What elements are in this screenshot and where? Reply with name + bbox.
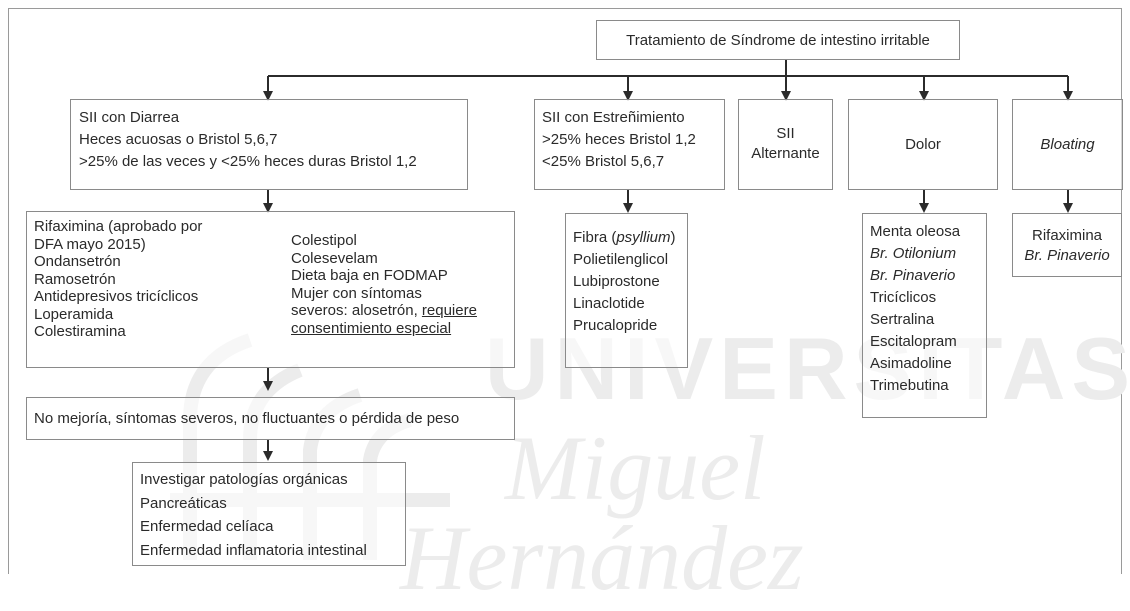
treat-item: Colestipol xyxy=(291,232,357,249)
diarrea-line-2: Heces acuosas o Bristol 5,6,7 xyxy=(79,131,278,148)
dolor-treatment-box: Menta oleosa Br. Otilonium Br. Pinaverio… xyxy=(862,213,987,418)
diarrea-treatment-left: Rifaximina (aprobado por DFA mayo 2015) … xyxy=(34,218,202,341)
consentimiento-text: consentimiento especial xyxy=(291,319,452,337)
treat-item: Antidepresivos tricíclicos xyxy=(34,288,199,305)
estrenimiento-line-2: >25% heces Bristol 1,2 xyxy=(542,131,696,148)
no-mejoria-box: No mejoría, síntomas severos, no fluctua… xyxy=(26,397,515,440)
treat-item: Menta oleosa xyxy=(870,223,961,240)
alternante-box: SII Alternante xyxy=(738,99,833,190)
treat-item: Br. Pinaverio xyxy=(870,267,956,284)
psyllium-text: psyllium xyxy=(616,229,671,246)
dolor-box: Dolor xyxy=(848,99,998,190)
diarrea-box: SII con Diarrea Heces acuosas o Bristol … xyxy=(70,99,468,190)
bloating-box: Bloating xyxy=(1012,99,1123,190)
bloating-treatment-box: Rifaximina Br. Pinaverio xyxy=(1012,213,1122,277)
treat-item: Mujer con síntomas xyxy=(291,284,422,302)
treat-item: Rifaximina (aprobado por xyxy=(34,218,203,235)
treat-item: Lubiprostone xyxy=(573,273,660,290)
treat-item: Sertralina xyxy=(870,311,935,328)
treat-item: Ondansetrón xyxy=(34,253,121,270)
treat-item: severos: alosetrón, requiere xyxy=(291,302,477,320)
treat-item: Fibra (psyllium) xyxy=(573,227,687,249)
estrenimiento-treatment-box: Fibra (psyllium) Polietilenglicol Lubipr… xyxy=(565,213,688,368)
investigar-item: Enfermedad celíaca xyxy=(140,518,274,535)
diarrea-line-3: >25% de las veces y <25% heces duras Bri… xyxy=(79,153,417,170)
treat-item: Ramosetrón xyxy=(34,270,116,288)
investigar-item: Pancreáticas xyxy=(140,494,227,512)
dolor-label: Dolor xyxy=(905,136,941,153)
requiere-text: requiere xyxy=(421,302,477,319)
root-title: Tratamiento de Síndrome de intestino irr… xyxy=(626,32,930,49)
diarrea-treatment-right: Colestipol Colesevelam Dieta baja en FOD… xyxy=(291,232,477,337)
treat-item: Dieta baja en FODMAP xyxy=(291,267,448,284)
no-mejoria-text: No mejoría, síntomas severos, no fluctua… xyxy=(34,410,460,427)
estrenimiento-box: SII con Estreñimiento >25% heces Bristol… xyxy=(534,99,725,190)
diarrea-treatment-box: Rifaximina (aprobado por DFA mayo 2015) … xyxy=(26,211,515,368)
treat-item: Loperamida xyxy=(34,305,114,323)
treat-item: Polietilenglicol xyxy=(573,251,669,268)
alternante-line-2: Alternante xyxy=(751,145,820,162)
treat-item: Trimebutina xyxy=(870,377,949,394)
treat-item: Br. Pinaverio xyxy=(1024,247,1110,264)
estrenimiento-line-1: SII con Estreñimiento xyxy=(542,109,685,126)
treat-item: Rifaximina xyxy=(1031,227,1103,244)
alosetron-text: severos: alosetrón, xyxy=(291,302,422,319)
diarrea-line-1: SII con Diarrea xyxy=(79,109,180,126)
investigar-item: Investigar patologías orgánicas xyxy=(140,471,348,488)
treat-item: Colestiramina xyxy=(34,323,126,340)
alternante-line-1: SII xyxy=(776,125,795,142)
bloating-label: Bloating xyxy=(1040,136,1095,153)
treat-item: Tricíclicos xyxy=(870,289,937,306)
treat-item: DFA mayo 2015) xyxy=(34,235,146,253)
fibra-text: Fibra ( xyxy=(573,229,617,246)
estrenimiento-line-3: <25% Bristol 5,6,7 xyxy=(542,153,665,170)
treat-item: Prucalopride xyxy=(573,317,658,334)
treat-item: Br. Otilonium xyxy=(870,245,957,262)
treat-item: Colesevelam xyxy=(291,249,378,267)
treat-item: Asimadoline xyxy=(870,355,952,372)
treat-item: Linaclotide xyxy=(573,295,645,312)
investigar-box: Investigar patologías orgánicas Pancreát… xyxy=(132,462,406,566)
investigar-item: Enfermedad inflamatoria intestinal xyxy=(140,541,367,559)
root-box: Tratamiento de Síndrome de intestino irr… xyxy=(596,20,960,60)
fibra-close: ) xyxy=(670,229,676,246)
treat-item: Escitalopram xyxy=(870,333,957,350)
diagram-frame xyxy=(8,8,1122,574)
